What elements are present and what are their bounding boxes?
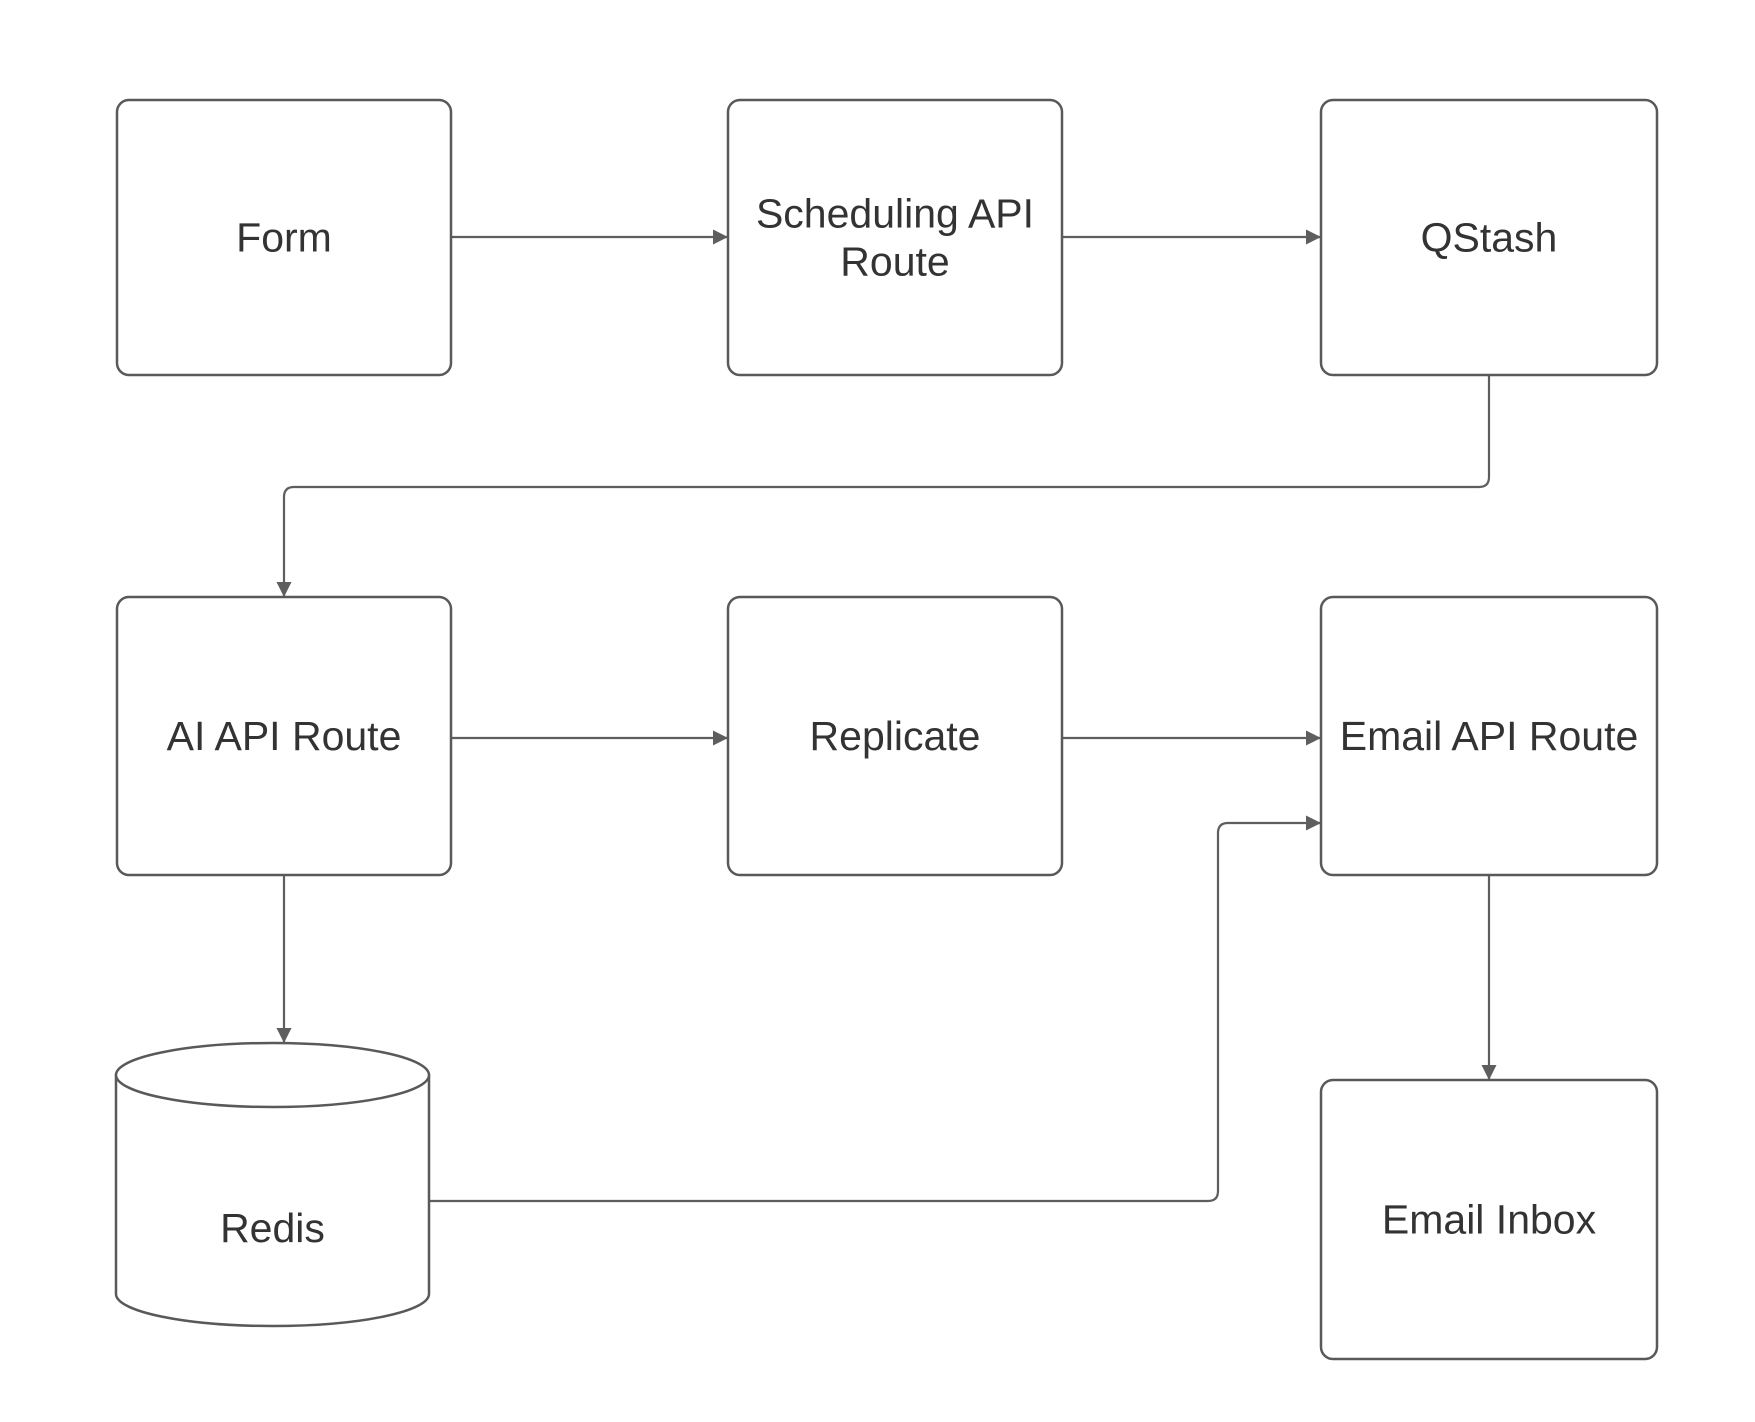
node-ai-api-route: AI API Route [115, 595, 453, 877]
node-shape-ai-api-route [115, 595, 453, 877]
cylinder-top-redis [114, 1041, 431, 1109]
edge-qstash-to-ai-api-route [276, 375, 1491, 597]
edge-layer [276, 229, 1497, 1203]
node-label-ai-api-route: AI API Route [167, 713, 402, 759]
node-shape-email-inbox [1319, 1078, 1659, 1361]
node-label-email-inbox: Email Inbox [1382, 1197, 1597, 1243]
node-form: Form [115, 98, 453, 377]
node-shape-email-api-route [1319, 595, 1659, 877]
node-email-inbox: Email Inbox [1319, 1078, 1659, 1361]
node-shape-replicate [726, 595, 1064, 877]
node-email-api-route: Email API Route [1319, 595, 1659, 877]
node-label-replicate: Replicate [810, 713, 981, 759]
node-qstash: QStash [1319, 98, 1659, 377]
node-shape-scheduling-api-route [726, 98, 1064, 377]
node-shape-form [115, 98, 453, 377]
cylinder-body-redis [114, 1073, 431, 1328]
node-replicate: Replicate [726, 595, 1064, 877]
node-label-form: Form [236, 215, 332, 261]
node-label-redis: Redis [220, 1205, 325, 1251]
node-shape-qstash [1319, 98, 1659, 377]
node-redis: Redis [114, 1041, 431, 1328]
node-label-email-api-route: Email API Route [1340, 713, 1639, 759]
edge-redis-to-email-api [429, 815, 1321, 1203]
node-label-qstash: QStash [1421, 215, 1558, 261]
